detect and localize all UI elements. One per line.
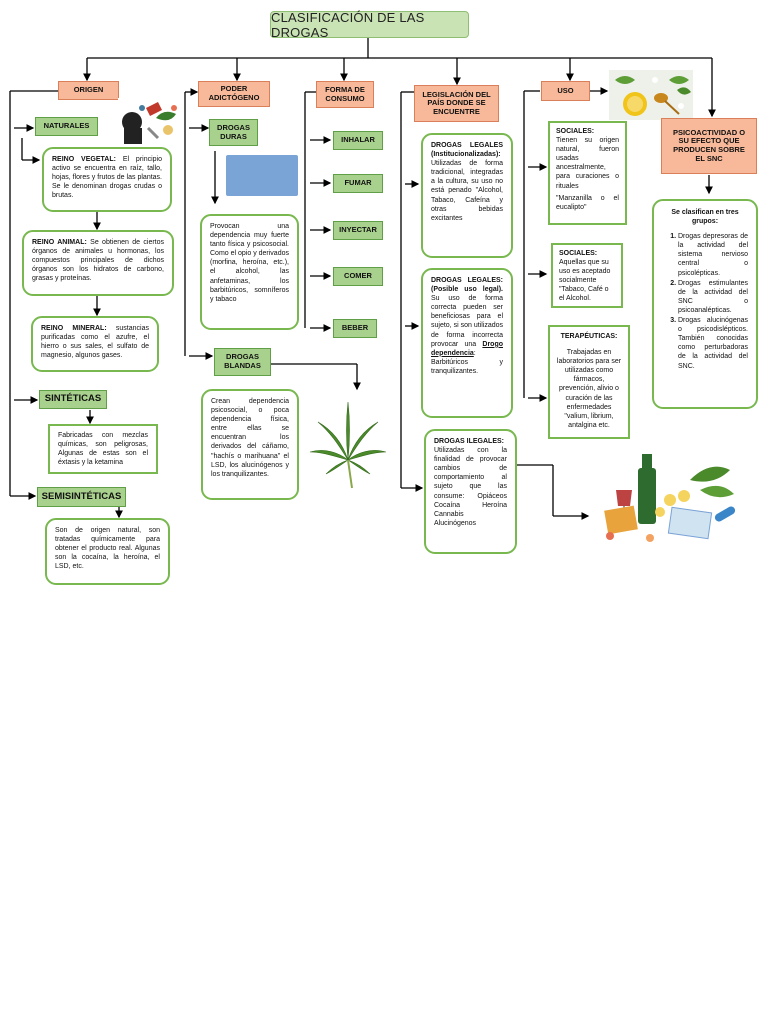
diagram-title: CLASIFICACIÓN DE LAS DROGAS [270,10,469,40]
legales2-title: DROGAS LEGALES: (Posible uso legal). [431,277,503,294]
reino-vegetal-title: REINO VEGETAL: [52,156,116,163]
psico-group-item: Drogas alucinógenas o psicodislépticos. … [678,316,748,371]
legales2-text: Su uso de forma correcta pueden ser bene… [431,295,503,348]
psicoactividad-box: Se clasifican en tres grupos: Drogas dep… [652,199,758,409]
subcategory-sinteticas: SINTÉTICAS [39,390,107,409]
forma-item-inyectar: INYECTAR [333,221,383,240]
psico-groups-list: Drogas depresoras de la actividad del si… [662,232,748,370]
reino-vegetal-text: El principio activo se encuentra en raíz… [52,156,163,200]
uso-sociales-2-box: SOCIALES: Aquellas que su uso es aceptad… [551,243,623,308]
reino-vegetal-box: REINO VEGETAL: El principio activo se en… [42,147,172,212]
terapeuticas-title: TERAPÉUTICAS: [560,333,618,340]
herbs-tea-image [609,70,693,120]
sociales1-title: SOCIALES: [556,128,595,135]
category-legislacion: LEGISLACIÓN DEL PAÍS DONDE SE ENCUENTRE [414,85,499,122]
sociales1-extra: "Manzanilla o el eucalipto" [556,194,619,211]
reino-animal-title: REINO ANIMAL: [32,239,87,246]
psico-group-item: Drogas estimulantes de la actividad del … [678,279,748,315]
sinteticas-box: Fabricadas con mezclas químicas, son pel… [48,424,158,474]
placeholder-blue-shape [226,155,298,196]
reino-animal-box: REINO ANIMAL: Se obtienen de ciertos órg… [22,230,174,296]
category-forma-consumo: FORMA DE CONSUMO [316,81,374,108]
category-psicoactividad: PSICOACTIVIDAD O SU EFECTO QUE PRODUCEN … [661,118,757,174]
drogas-legales-institucionalizadas-box: DROGAS LEGALES (Institucionalizadas): Ut… [421,133,513,258]
forma-item-inhalar: INHALAR [333,131,383,150]
legales2-tail: : Barbitúricos y tranquilizantes. [431,349,503,375]
psico-group-item: Drogas depresoras de la actividad del si… [678,232,748,277]
forma-item-comer: COMER [333,267,383,286]
category-origen: ORIGEN [58,81,119,100]
pills-alcohol-image [590,450,742,550]
reino-animal-text: Se obtienen de ciertos órganos de animal… [32,239,165,283]
sociales2-text: Aquellas que su uso es aceptado socialme… [559,259,611,303]
uso-sociales-1-box: SOCIALES: Tienen su origen natural, fuer… [548,121,627,225]
psico-intro: Se clasifican en tres grupos: [671,209,739,226]
forma-item-fumar: FUMAR [333,174,383,193]
forma-item-beber: BEBER [333,319,377,338]
category-uso: USO [541,81,590,101]
subcategory-naturales: NATURALES [35,117,98,136]
ilegales-text: Utilizadas con la finalidad de provocar … [434,447,507,527]
uso-terapeuticas-box: TERAPÉUTICAS: Trabajadas en laboratorios… [548,325,630,439]
drogas-legales-posible-uso-box: DROGAS LEGALES: (Posible uso legal). Su … [421,268,513,418]
subcategory-semisinteticas: SEMISINTÉTICAS [37,487,126,507]
legales1-text: Utilizadas de forma tradicional, integra… [431,160,503,222]
drogas-duras-box: Provocan una dependencia muy fuerte tant… [200,214,299,330]
drogo-dependencia-link: Drogo dependencia [431,340,503,357]
reino-mineral-box: REINO MINERAL: sustancias purificadas co… [31,316,159,372]
drugs-collage-image [118,98,182,146]
drogas-blandas-box: Crean dependencia psicosocial, o poca de… [201,389,299,500]
semisinteticas-box: Son de origen natural, son tratadas quím… [45,518,170,585]
reino-mineral-text: sustancias purificadas como el azufre, e… [41,325,149,360]
subcategory-drogas-blandas: DROGAS BLANDAS [214,348,271,376]
terapeuticas-text: Trabajadas en laboratorios para ser util… [556,349,622,429]
drogas-ilegales-box: DROGAS ILEGALES: Utilizadas con la final… [424,429,517,554]
sociales1-text: Tienen su origen natural, fueron usadas … [556,137,619,190]
reino-mineral-title: REINO MINERAL: [41,325,107,332]
ilegales-title: DROGAS ILEGALES: [434,438,505,445]
sociales2-title: SOCIALES: [559,250,598,257]
category-poder-adictogeno: PODER ADICTÓGENO [198,81,270,107]
cannabis-leaf-image [309,401,387,489]
legales1-title: DROGAS LEGALES (Institucionalizadas): [431,142,503,159]
subcategory-drogas-duras: DROGAS DURAS [209,119,258,146]
